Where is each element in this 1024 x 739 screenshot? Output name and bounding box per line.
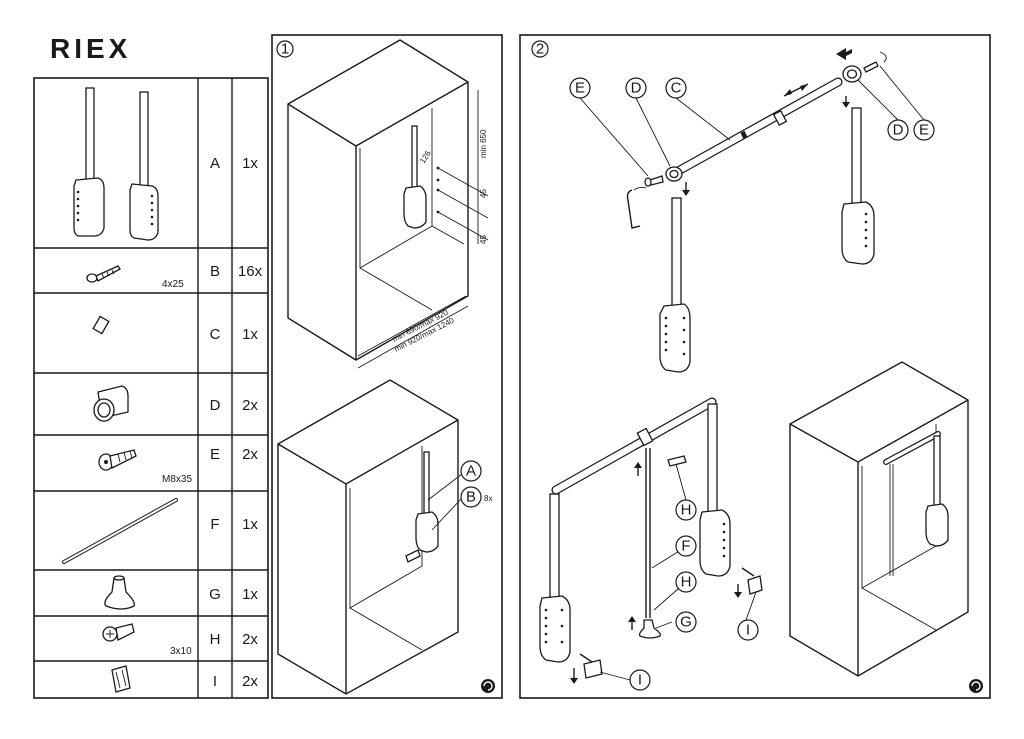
rotate-icon [481, 679, 495, 693]
small-screw-icon [102, 623, 135, 642]
callout-f: F [681, 538, 690, 555]
rod-handle-icon [104, 575, 135, 610]
dim-spacing-b: 45 [479, 235, 488, 244]
part-letter: A [210, 155, 220, 172]
part-letter: I [213, 673, 217, 690]
part-qty: 2x [242, 673, 258, 690]
part-qty: 2x [242, 397, 258, 414]
part-letter: D [210, 397, 221, 414]
step-number: 2 [536, 41, 544, 58]
callout-h: H [681, 574, 692, 591]
callout-d: D [631, 80, 642, 97]
end-clip-icon [111, 665, 131, 693]
step-number: 1 [281, 41, 289, 58]
wood-screw-icon [86, 265, 121, 283]
parts-table: A 1x B 16x C 1x D 2x E 2x F 1x G 1x H 2x… [33, 77, 269, 699]
step-2-panel: 2 [519, 34, 991, 699]
part-letter: E [210, 446, 220, 463]
callout-h: H [681, 502, 692, 519]
callout-i: I [746, 622, 750, 639]
part-spec: M8x35 [162, 474, 192, 485]
callout-b: B [466, 489, 476, 506]
pull-rod-icon [62, 498, 178, 564]
brand-logo: RIEX [50, 33, 131, 64]
dim-spacing-a: 45 [479, 189, 488, 198]
lift-arms-icon [73, 87, 159, 241]
part-spec: 3x10 [170, 646, 192, 657]
callout-a: A [466, 463, 476, 480]
part-qty: 1x [242, 586, 258, 603]
dim-height: min 650 [479, 129, 488, 158]
part-letter: H [210, 631, 221, 648]
callout-i: I [638, 672, 642, 689]
cabinet-installed [789, 361, 969, 677]
rotate-icon [969, 679, 983, 693]
callout-c: C [671, 80, 682, 97]
rail-bracket-icon [93, 385, 129, 422]
bolt-icon [98, 449, 137, 471]
cabinet-lower [277, 379, 463, 695]
exploded-assembly [579, 48, 925, 373]
step-1-panel: 1 min 650 126 45 45 min 690/max 920 min … [271, 34, 503, 699]
part-qty: 1x [242, 326, 258, 343]
callout-g: G [680, 614, 692, 631]
part-letter: G [209, 586, 221, 603]
assembled-lift [539, 397, 763, 684]
part-qty: 2x [242, 631, 258, 648]
part-qty: 16x [238, 263, 263, 280]
dim-offset: 126 [418, 149, 433, 166]
part-qty: 1x [242, 155, 258, 172]
part-qty: 2x [242, 446, 258, 463]
part-spec: 4x25 [162, 279, 184, 290]
part-qty: 1x [242, 516, 258, 533]
callout-d: D [893, 122, 904, 139]
part-letter: F [210, 516, 219, 533]
cabinet-upper: min 650 126 45 45 min 690/max 920 min 92… [287, 39, 489, 369]
telescopic-rail-icon [56, 298, 180, 370]
part-letter: B [210, 263, 220, 280]
part-letter: C [210, 326, 221, 343]
callout-e: E [919, 122, 929, 139]
callout-b-qty: 8x [484, 494, 492, 503]
callout-e: E [575, 80, 585, 97]
